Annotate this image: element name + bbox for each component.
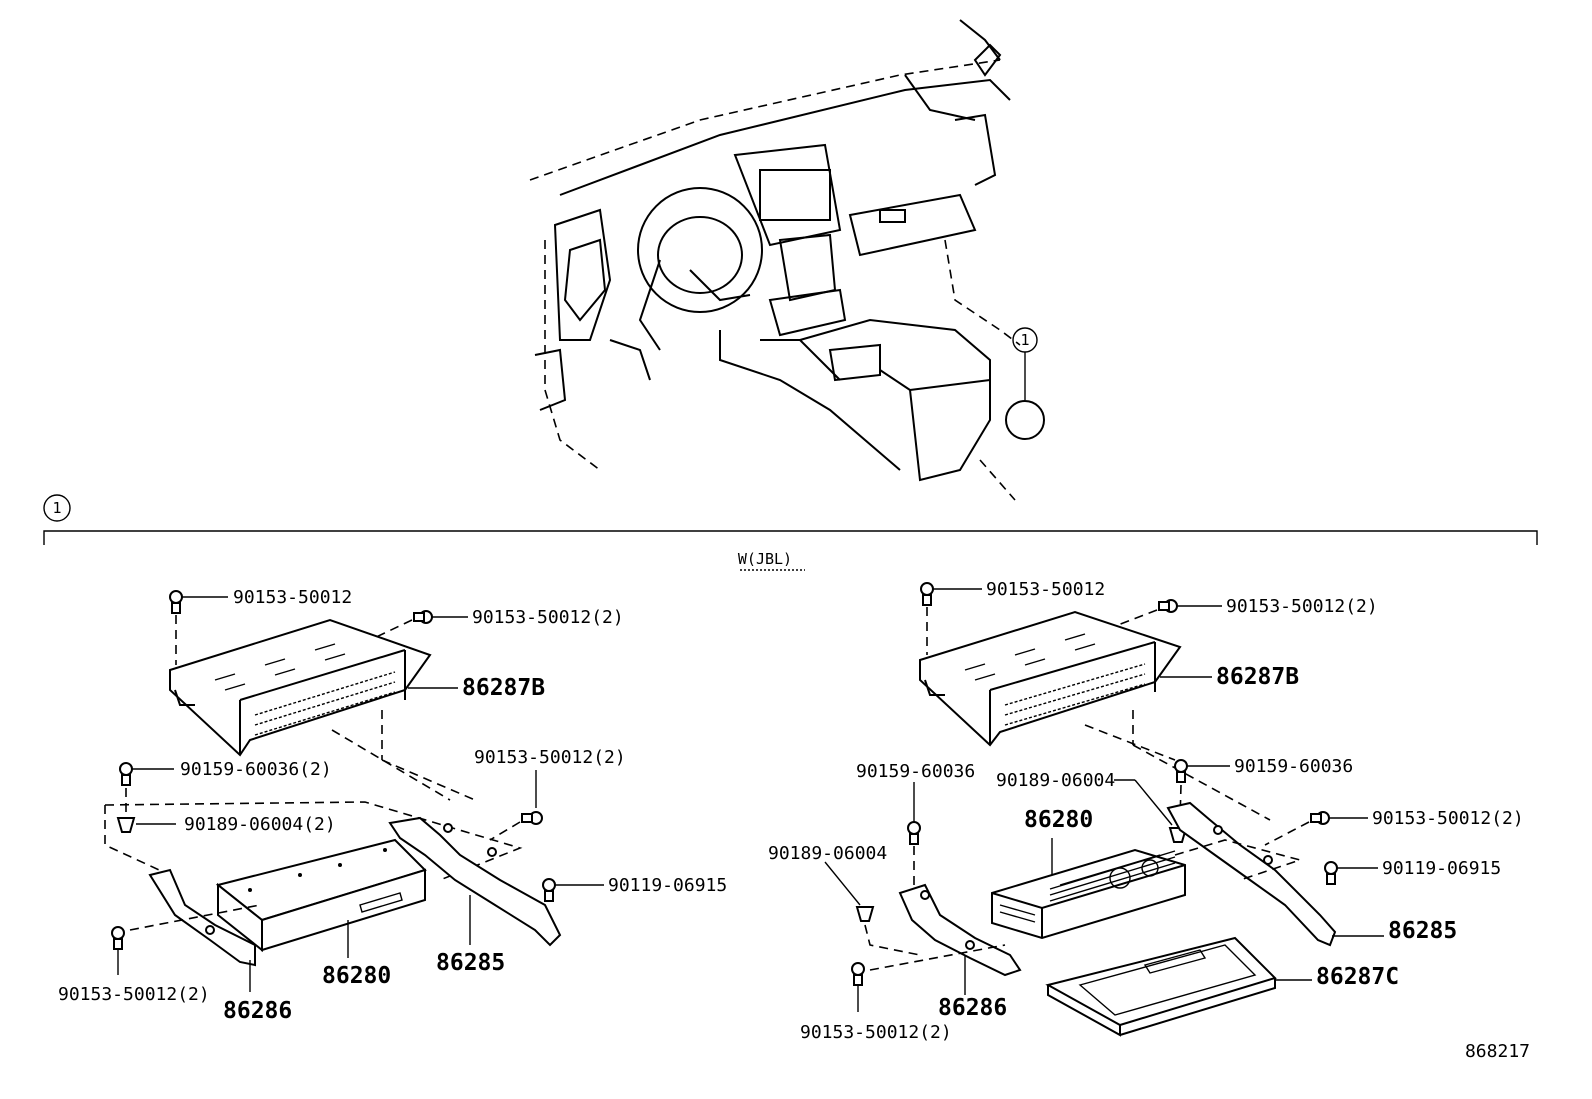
label-bolt-top: 90153-50012 <box>233 587 352 608</box>
bracket-right <box>388 816 562 947</box>
screw-icon <box>1174 759 1188 783</box>
amplifier-unit <box>991 848 1186 940</box>
label-bracket-left: 86286 <box>223 998 292 1024</box>
bolt-icon <box>542 878 556 902</box>
label-cover: 86287B <box>1216 664 1299 690</box>
location-marker <box>1005 400 1045 440</box>
label-bracket-left: 86286 <box>938 995 1007 1021</box>
bolt-icon <box>521 811 543 825</box>
bolt-icon <box>1310 811 1330 825</box>
bracket-left <box>148 868 256 967</box>
label-screw: 90159-60036(2) <box>180 759 332 780</box>
label-amplifier: 86280 <box>1024 807 1093 833</box>
bracket-right <box>1166 801 1337 947</box>
label-bolt-b: 90119-06915 <box>1382 858 1501 879</box>
callout-number: 1 <box>1020 331 1029 349</box>
dashboard-illustration <box>529 19 1021 501</box>
amplifier-cover <box>169 618 432 757</box>
label-bracket-right: 86285 <box>436 950 505 976</box>
label-bolt-b: 90119-06915 <box>608 875 727 896</box>
label-bolt-bottom: 90153-50012(2) <box>58 984 210 1005</box>
screw-icon <box>119 762 133 786</box>
bolt-icon <box>1324 861 1338 885</box>
amplifier-cover <box>919 610 1182 747</box>
label-bolt-bottom: 90153-50012(2) <box>800 1022 952 1043</box>
label-clip-b: 90189-06004 <box>768 843 887 864</box>
left-assembly: 90153-50012 90153-50012(2) 86287B 90159-… <box>58 587 727 1024</box>
section-marker: 1 <box>52 499 61 517</box>
amplifier-bottom-cover <box>1045 936 1277 1037</box>
label-bracket-right: 86285 <box>1388 918 1457 944</box>
clip-icon <box>855 906 875 922</box>
bolt-icon <box>1158 599 1178 613</box>
label-bolt-top-right: 90153-50012(2) <box>1226 596 1378 617</box>
screw-icon <box>907 821 921 845</box>
bolt-icon <box>111 926 125 950</box>
diagram-id: 868217 <box>1465 1041 1530 1062</box>
section-bracket <box>43 530 1538 545</box>
bolt-icon <box>920 582 934 606</box>
label-bolt-top: 90153-50012 <box>986 579 1105 600</box>
bracket-left <box>898 883 1022 977</box>
label-cover-bottom: 86287C <box>1316 964 1399 990</box>
label-clip: 90189-06004(2) <box>184 814 336 835</box>
amplifier-unit <box>215 838 427 953</box>
label-screw-a: 90159-60036 <box>856 761 975 782</box>
clip-icon <box>116 817 136 833</box>
label-screw-b: 90159-60036 <box>1234 756 1353 777</box>
label-bolt-mid: 90153-50012(2) <box>1372 808 1524 829</box>
label-bolt-mid: 90153-50012(2) <box>474 747 626 768</box>
label-amplifier: 86280 <box>322 963 391 989</box>
right-assembly: 90153-50012 90153-50012(2) 86287B 90159-… <box>768 579 1524 1043</box>
variant-label: W(JBL) <box>738 550 792 568</box>
bolt-icon <box>413 610 433 624</box>
bolt-icon <box>169 590 183 614</box>
label-clip-a: 90189-06004 <box>996 770 1115 791</box>
label-bolt-top-right: 90153-50012(2) <box>472 607 624 628</box>
section-marker-circle <box>43 494 71 522</box>
label-cover: 86287B <box>462 675 545 701</box>
bolt-icon <box>851 962 865 986</box>
